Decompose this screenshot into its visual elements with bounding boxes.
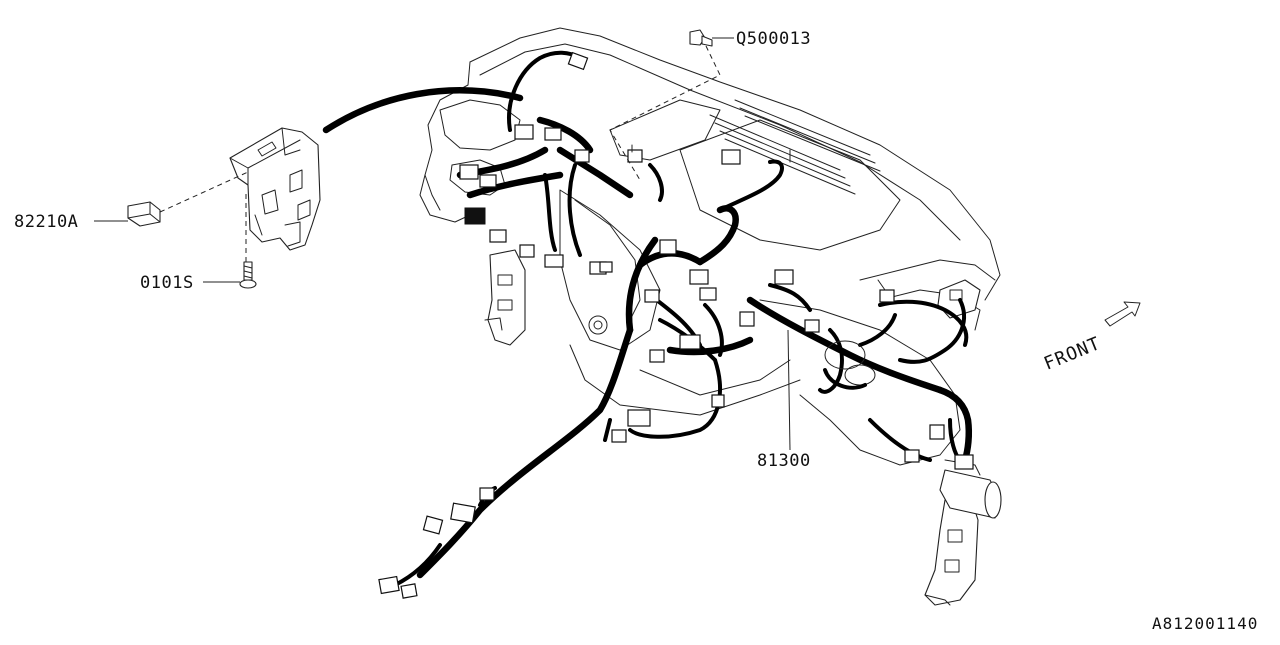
callout-81300: 81300 <box>757 451 811 471</box>
harness-top-arc <box>322 87 524 134</box>
diagram-id: A812001140 <box>1152 614 1258 633</box>
bolt-q500013 <box>689 29 713 47</box>
leader-81300 <box>787 329 791 451</box>
main-wiring-harness <box>322 50 974 599</box>
vent-slats <box>709 99 881 195</box>
center-stack-outline <box>559 189 661 351</box>
dash-q500013-to-panel <box>609 45 721 181</box>
dash-82210a-to-bracket <box>159 171 249 213</box>
connector-82210a <box>127 201 161 227</box>
harness-right-branch <box>746 296 944 394</box>
dashboard-top-outline <box>469 27 1001 301</box>
instrument-panel-structure <box>419 27 1002 606</box>
dashboard-right-body <box>759 299 961 466</box>
harness-center-drop <box>625 236 659 334</box>
front-arrow-icon <box>1104 301 1141 327</box>
callout-0101s: 0101S <box>140 273 194 293</box>
dashboard-left-end <box>424 61 471 211</box>
left-lower-bracket <box>484 249 526 346</box>
bolt-0101s <box>239 261 257 289</box>
callout-q500013: Q500013 <box>736 29 811 49</box>
harness-connectors <box>459 124 974 470</box>
dashboard-lower-edge <box>569 344 801 416</box>
callout-82210a: 82210A <box>14 212 78 232</box>
front-label: FRONT <box>1041 333 1104 375</box>
leader-lines <box>94 37 791 451</box>
steering-column <box>939 459 1002 519</box>
bracket-assembly <box>229 127 321 251</box>
